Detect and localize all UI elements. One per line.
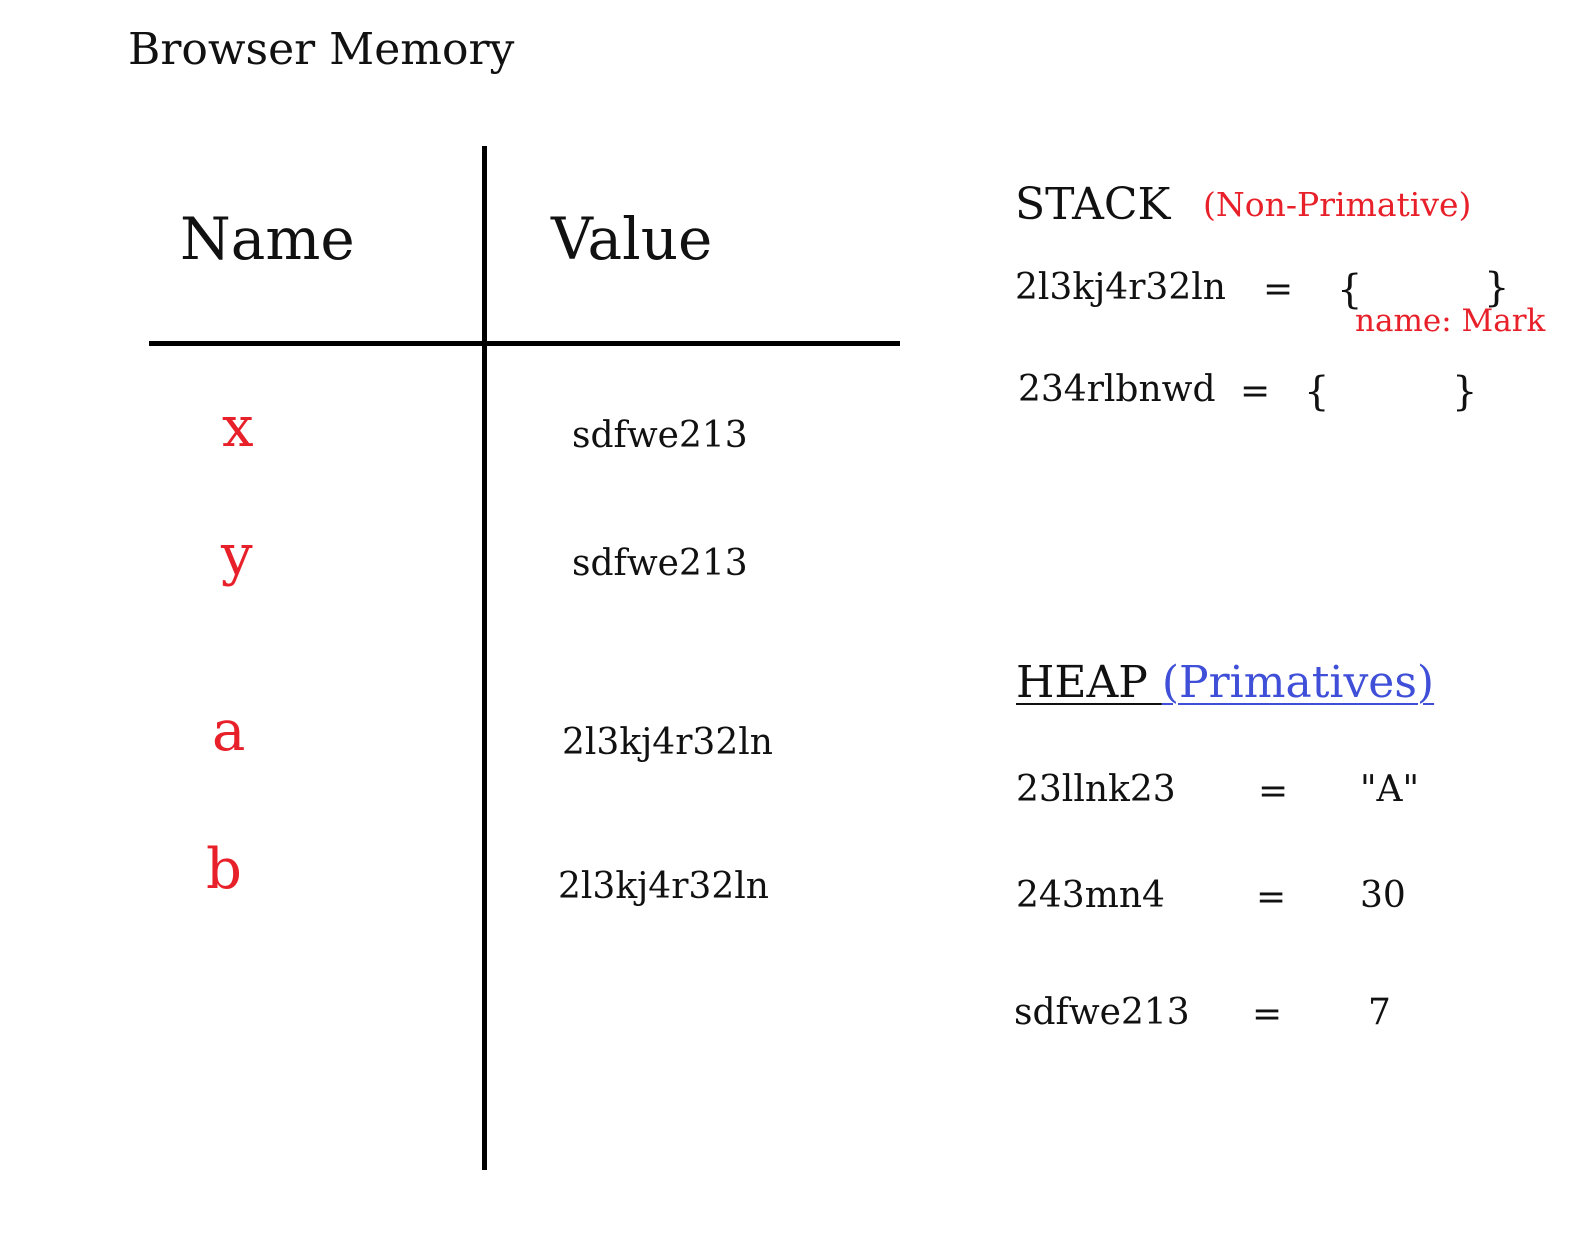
heap-value: "A" (1360, 769, 1420, 810)
stack-equals: = (1240, 371, 1271, 412)
stack-close-brace: } (1484, 265, 1510, 311)
heap-equals: = (1258, 771, 1289, 812)
row-name: b (206, 837, 242, 902)
stack-open-brace: { (1337, 267, 1363, 313)
stack-object-content: name: Mark (1355, 303, 1546, 339)
heap-equals: = (1256, 877, 1287, 918)
column-header-name: Name (180, 205, 355, 273)
heap-title: HEAP (Primatives) (1016, 661, 1434, 705)
heap-equals: = (1252, 994, 1283, 1035)
row-name: y (221, 523, 253, 588)
stack-equals: = (1263, 269, 1294, 310)
heap-address: 23llnk23 (1016, 769, 1176, 810)
table-vertical-divider (482, 146, 487, 1170)
row-value: sdfwe213 (572, 543, 748, 584)
row-value: sdfwe213 (572, 415, 748, 456)
heap-title-text: HEAP (1016, 657, 1162, 708)
row-value: 2l3kj4r32ln (558, 866, 769, 907)
heap-value: 30 (1360, 875, 1406, 916)
diagram-title: Browser Memory (128, 24, 515, 75)
stack-address: 234rlbnwd (1018, 369, 1216, 410)
stack-close-brace: } (1452, 369, 1478, 415)
stack-open-brace: { (1304, 369, 1330, 415)
heap-value: 7 (1368, 992, 1391, 1033)
row-name: a (212, 699, 246, 764)
stack-title: STACK (1015, 179, 1171, 230)
stack-address: 2l3kj4r32ln (1015, 267, 1226, 308)
heap-subtitle: (Primatives) (1161, 657, 1435, 708)
table-horizontal-divider (149, 341, 900, 346)
column-header-value: Value (551, 205, 713, 273)
stack-subtitle: (Non-Primative) (1203, 185, 1472, 224)
heap-address: sdfwe213 (1014, 992, 1190, 1033)
row-name: x (222, 395, 254, 460)
row-value: 2l3kj4r32ln (562, 722, 773, 763)
heap-address: 243mn4 (1016, 875, 1165, 916)
